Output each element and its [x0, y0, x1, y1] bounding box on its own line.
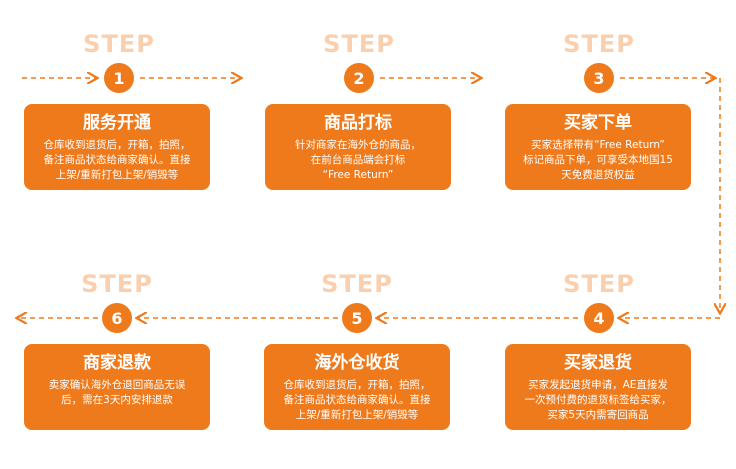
step-number-3: 3: [584, 63, 614, 93]
step-title-1: 服务开通: [83, 113, 151, 133]
step-number-2: 2: [344, 63, 374, 93]
step-card-4: 买家退货 买家发起退货申请，AE直接发 一次预付费的退货标签给买家， 买家5天内…: [505, 344, 691, 430]
step-word-6: STEP: [81, 270, 153, 298]
step-card-6: 商家退款 卖家确认海外仓退回商品无误 后，需在3天内安排退款: [24, 344, 210, 430]
step-desc-3: 买家选择带有“Free Return” 标记商品下单，可享受本地国15 天免费退…: [523, 139, 673, 181]
step-card-2: 商品打标 针对商家在海外仓的商品， 在前台商品端会打标 “Free Return…: [265, 104, 451, 190]
step-card-1: 服务开通 仓库收到退货后，开箱，拍照， 备注商品状态给商家确认。直接 上架/重新…: [24, 104, 210, 190]
step-desc-6: 卖家确认海外仓退回商品无误 后，需在3天内安排退款: [48, 379, 186, 406]
step-title-6: 商家退款: [83, 353, 151, 373]
step-word-3: STEP: [563, 30, 635, 58]
step-card-3: 买家下单 买家选择带有“Free Return” 标记商品下单，可享受本地国15…: [505, 104, 691, 190]
step-word-1: STEP: [83, 30, 155, 58]
step-number-5: 5: [342, 303, 372, 333]
step-card-5: 海外仓收货 仓库收到退货后，开箱，拍照， 备注商品状态给商家确认。直接 上架/重…: [264, 344, 450, 430]
step-desc-5: 仓库收到退货后，开箱，拍照， 备注商品状态给商家确认。直接 上架/重新打包上架/…: [283, 379, 431, 421]
step-title-3: 买家下单: [564, 113, 632, 133]
step-word-4: STEP: [563, 270, 635, 298]
step-word-5: STEP: [321, 270, 393, 298]
step-title-5: 海外仓收货: [314, 353, 400, 373]
step-desc-4: 买家发起退货申请，AE直接发 一次预付费的退货标签给买家， 买家5天内需寄回商品: [524, 379, 672, 421]
step-word-2: STEP: [323, 30, 395, 58]
step-number-1: 1: [104, 63, 134, 93]
step-number-6: 6: [102, 303, 132, 333]
step-desc-1: 仓库收到退货后，开箱，拍照， 备注商品状态给商家确认。直接 上架/重新打包上架/…: [43, 139, 191, 181]
step-title-4: 买家退货: [564, 353, 632, 373]
step-desc-2: 针对商家在海外仓的商品， 在前台商品端会打标 “Free Return”: [295, 139, 421, 181]
step-number-4: 4: [584, 303, 614, 333]
step-title-2: 商品打标: [324, 113, 392, 133]
